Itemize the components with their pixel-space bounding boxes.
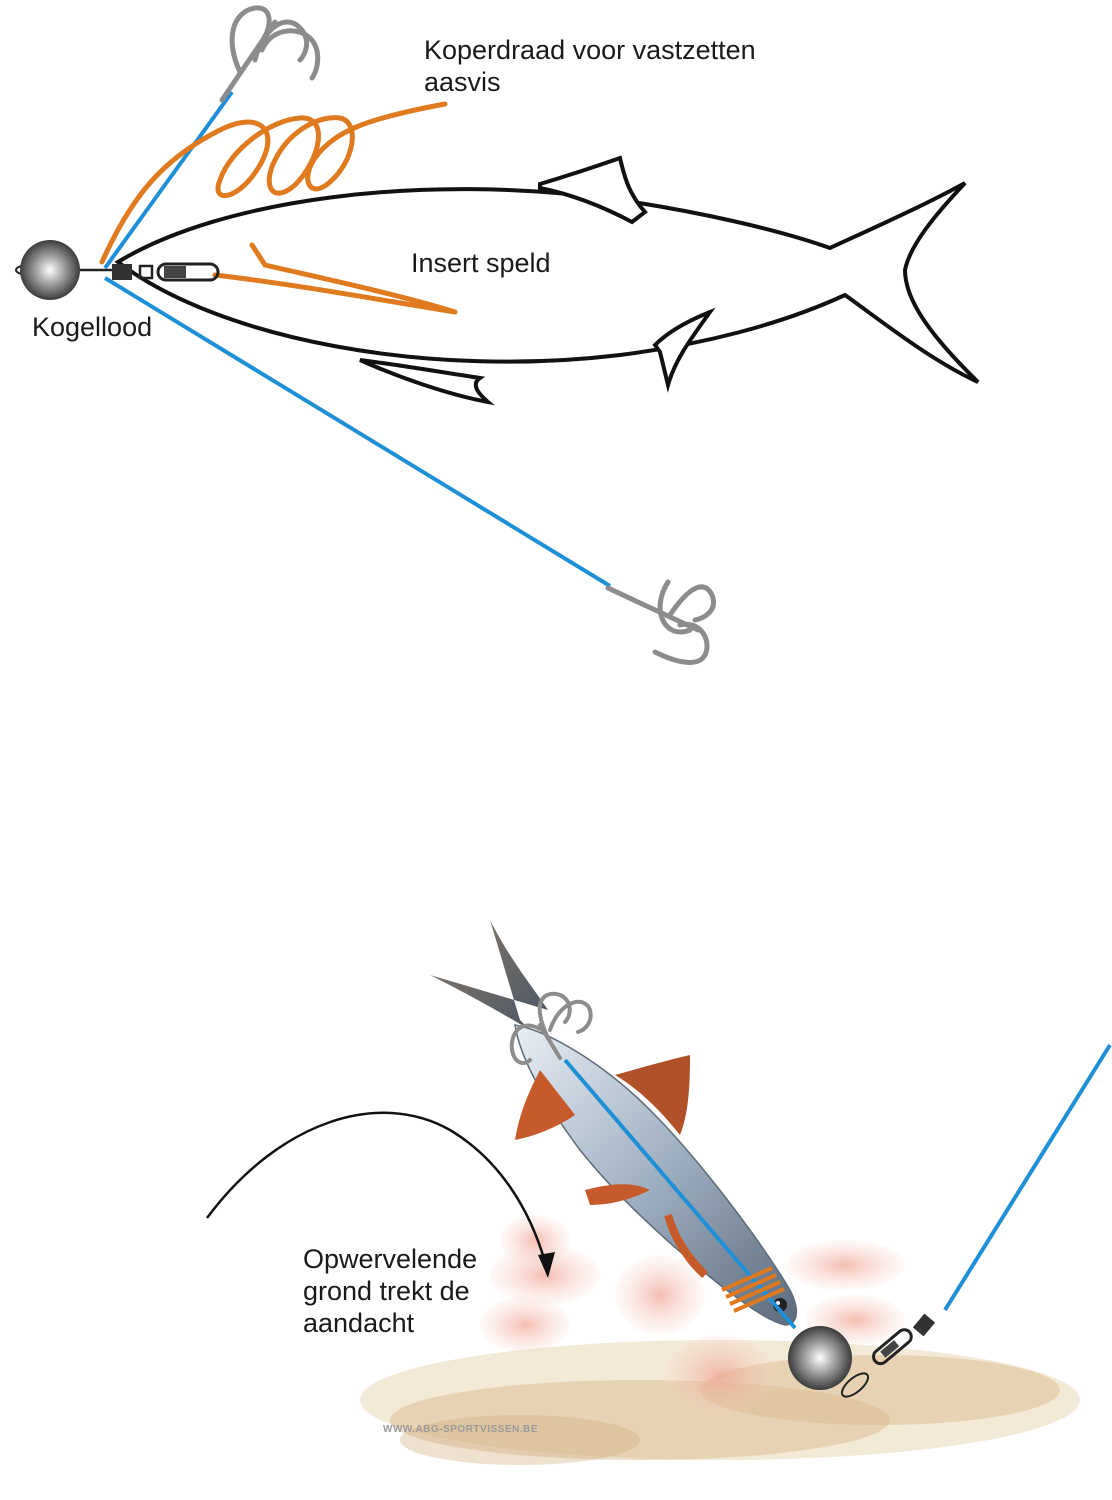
swivel-ring	[138, 264, 154, 280]
lead-ball-label: Kogellood	[32, 312, 153, 342]
roach-dorsal-fin	[615, 1055, 690, 1135]
crimp-sleeve	[112, 264, 132, 280]
bottom-scene	[205, 920, 1112, 1465]
copper-wraps	[721, 1266, 785, 1313]
dorsal-fin	[538, 155, 648, 225]
snap-swivel	[156, 262, 220, 282]
lower-trace-line	[103, 276, 612, 588]
snap-swivel-bottom	[872, 1328, 913, 1366]
roach-tail-icon	[430, 920, 548, 1030]
swivel-body	[164, 266, 186, 278]
top-rig	[15, 5, 980, 665]
bottom-lead-ball	[788, 1326, 852, 1390]
upper-treble-hook-icon	[219, 5, 321, 103]
crimp-sleeve-bottom	[912, 1313, 936, 1337]
anal-fin	[652, 307, 716, 393]
watermark: WWW.ABG-SPORTVISSEN.BE	[383, 1424, 538, 1435]
arrow-head-icon	[538, 1252, 555, 1278]
insert-pin	[212, 242, 458, 315]
pelvic-fin	[359, 358, 495, 406]
lower-treble-hook-icon	[605, 579, 716, 665]
insert-pin-label: Insert speld	[411, 248, 551, 278]
roach-pectoral-fin	[585, 1184, 650, 1205]
main-line	[943, 1043, 1112, 1312]
kogellood-lead-ball	[20, 240, 80, 300]
copper-wire-coil	[99, 101, 448, 265]
lead-eyelet-bottom	[840, 1372, 870, 1398]
roach-anal-fin	[664, 1213, 708, 1279]
sediment-clouds	[480, 1215, 905, 1415]
upper-trace-line	[103, 90, 234, 270]
attention-arrow	[205, 1111, 547, 1263]
swivel-body-bottom	[880, 1340, 900, 1358]
roach-ventral-fin	[515, 1070, 575, 1140]
tail-treble-hook-icon	[509, 991, 593, 1065]
baitfish-outline	[114, 181, 980, 384]
